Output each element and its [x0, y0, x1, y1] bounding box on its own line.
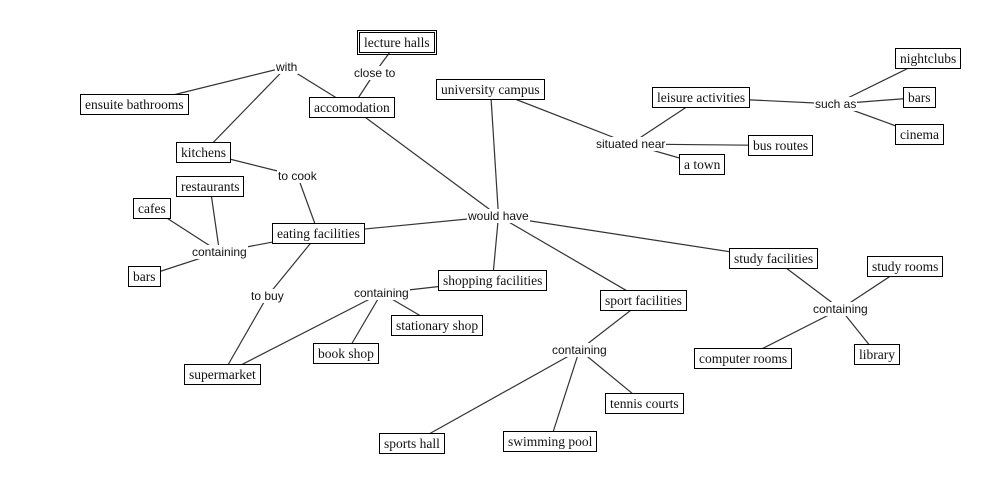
concept-node-computer-rooms[interactable]: computer rooms	[694, 348, 793, 369]
concept-node-stationary[interactable]: stationary shop	[391, 315, 484, 336]
concept-node-kitchens[interactable]: kitchens	[176, 142, 231, 163]
link-phrase-such-as[interactable]: such as	[814, 97, 858, 111]
link-phrase-would-have[interactable]: would have	[467, 209, 530, 223]
edge-with-to-kitchens	[203, 66, 287, 153]
concept-node-study-rooms[interactable]: study rooms	[867, 256, 944, 277]
link-phrase-containing-eat[interactable]: containing	[191, 245, 248, 259]
concept-node-shopping[interactable]: shopping facilities	[438, 270, 548, 291]
concept-node-eating[interactable]: eating facilities	[272, 223, 365, 244]
link-phrase-to-cook[interactable]: to cook	[277, 169, 318, 183]
concept-node-study[interactable]: study facilities	[729, 248, 819, 269]
link-phrase-situated-near[interactable]: situated near	[595, 137, 667, 151]
edge-containing-eat-to-restaurants	[209, 186, 221, 253]
concept-node-cinema[interactable]: cinema	[895, 124, 944, 145]
concept-node-swimming[interactable]: swimming pool	[503, 431, 598, 452]
edge-would-have-to-sport	[498, 215, 644, 302]
edge-accomodation-to-would-have	[351, 107, 499, 217]
concept-node-bus-routes[interactable]: bus routes	[748, 135, 814, 156]
concept-node-sport[interactable]: sport facilities	[600, 290, 687, 311]
edge-containing-shop-to-supermarket	[222, 292, 382, 376]
edge-would-have-to-shopping	[491, 215, 500, 281]
link-phrase-containing-shop[interactable]: containing	[353, 286, 410, 300]
concept-node-bars-right[interactable]: bars	[903, 87, 936, 108]
edge-would-have-to-study	[498, 215, 774, 260]
concept-node-supermarket[interactable]: supermarket	[184, 364, 261, 385]
edge-containing-sport-to-sports-hall	[411, 349, 580, 445]
edge-campus-to-would-have	[489, 89, 500, 217]
concept-node-book-shop[interactable]: book shop	[313, 343, 379, 364]
concept-node-ensuite[interactable]: ensuite bathrooms	[80, 94, 189, 115]
concept-node-lecture-halls[interactable]: lecture halls	[357, 30, 437, 55]
link-phrase-containing-study[interactable]: containing	[812, 302, 869, 316]
concept-node-campus[interactable]: university campus	[436, 79, 545, 100]
concept-node-sports-hall[interactable]: sports hall	[379, 433, 445, 454]
concept-node-accomodation[interactable]: accomodation	[309, 97, 395, 118]
link-phrase-close-to[interactable]: close to	[353, 66, 397, 80]
edge-containing-sport-to-swimming	[549, 349, 581, 442]
link-phrase-to-buy[interactable]: to buy	[250, 289, 285, 303]
concept-node-leisure[interactable]: leisure activities	[652, 87, 751, 108]
edge-to-buy-to-supermarket	[221, 295, 269, 375]
concept-node-tennis[interactable]: tennis courts	[605, 393, 684, 414]
concept-node-library[interactable]: library	[854, 344, 900, 365]
link-phrase-with[interactable]: with	[275, 60, 299, 74]
concept-node-town[interactable]: a town	[679, 154, 726, 175]
concept-node-restaurants[interactable]: restaurants	[176, 176, 245, 197]
concept-node-cafes[interactable]: cafes	[133, 198, 171, 219]
link-phrase-containing-sport[interactable]: containing	[551, 343, 608, 357]
concept-node-nightclubs[interactable]: nightclubs	[895, 48, 962, 69]
concept-node-bars-left[interactable]: bars	[128, 266, 161, 287]
